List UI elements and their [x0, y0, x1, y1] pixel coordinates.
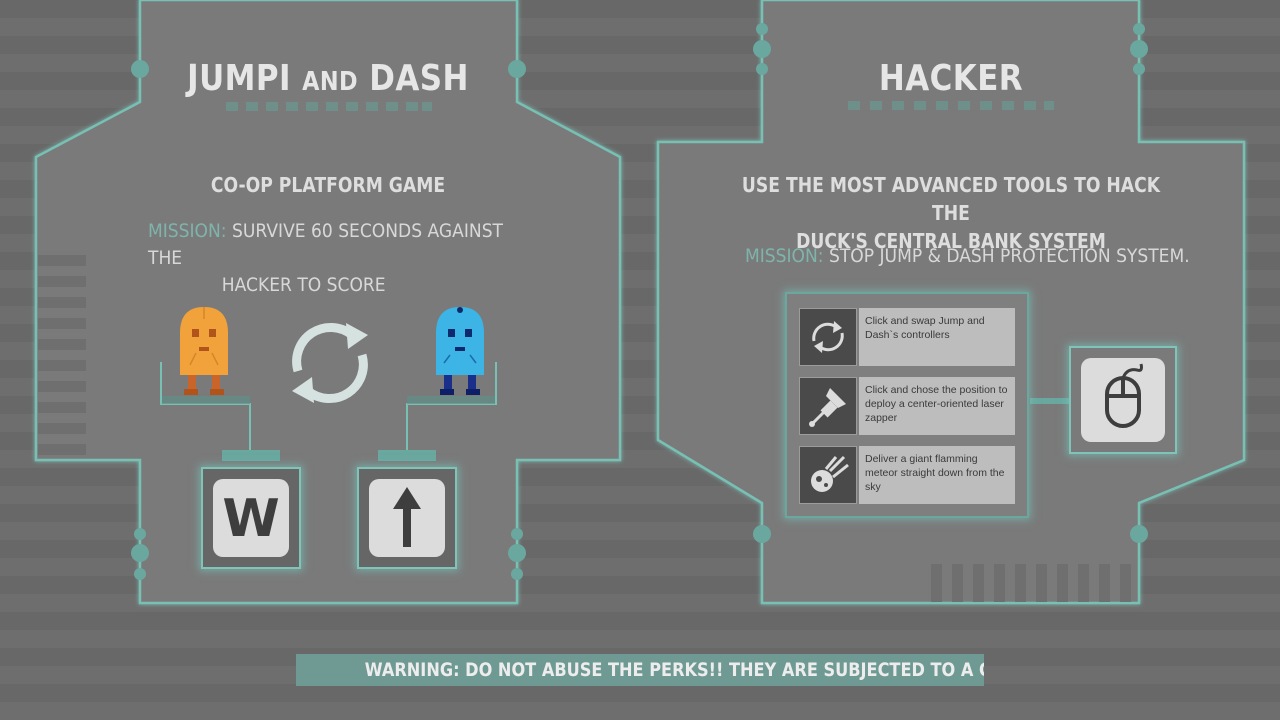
title-jumpi: JUMPI	[187, 58, 291, 99]
tool-row-laser[interactable]: Click and chose the position to deploy a…	[799, 377, 1015, 435]
right-title-dashes	[848, 101, 1054, 110]
left-stripes	[38, 255, 86, 455]
left-panel-frame	[34, 0, 622, 605]
up-arrow-icon	[393, 487, 421, 547]
key-w-box: W	[201, 467, 301, 569]
right-mission-text: STOP JUMP & DASH PROTECTION SYSTEM.	[829, 245, 1190, 267]
dash-blue-character	[436, 307, 484, 395]
left-panel-subtitle: CO-OP PLATFORM GAME	[210, 173, 446, 197]
warning-text: WARNING: DO NOT ABUSE THE PERKS!! THEY A…	[364, 659, 984, 681]
tool-row-swap[interactable]: Click and swap Jump and Dash`s controlle…	[799, 308, 1015, 366]
laser-zapper-icon	[799, 377, 857, 435]
right-panel-title: HACKER	[878, 58, 1024, 99]
tool-row-meteor[interactable]: Deliver a giant flamming meteor straight…	[799, 446, 1015, 504]
warning-banner: WARNING: DO NOT ABUSE THE PERKS!! THEY A…	[296, 654, 984, 686]
mouse-cap	[1081, 358, 1165, 442]
meteor-icon	[799, 446, 857, 504]
left-mission: MISSION: SURVIVE 60 SECONDS AGAINST THE …	[148, 218, 526, 299]
right-subtitle-line2: DUCK'S CENTRAL BANK SYSTEM	[796, 229, 1106, 253]
right-stripes	[931, 564, 1131, 602]
left-mission-line1: SURVIVE 60 SECONDS AGAINST THE	[148, 220, 503, 269]
title-dash: DASH	[369, 58, 469, 99]
swap-icon	[799, 308, 857, 366]
left-mission-line2: HACKER TO SCORE	[221, 274, 386, 296]
tool-laser-text: Click and chose the position to deploy a…	[859, 377, 1015, 435]
key-w-cap: W	[213, 479, 289, 557]
title-and: AND	[302, 67, 359, 97]
left-mission-label: MISSION:	[148, 220, 227, 242]
right-mission: MISSION: STOP JUMP & DASH PROTECTION SYS…	[745, 243, 1190, 270]
jumpi-orange-character	[180, 307, 228, 395]
swap-cycle-icon	[292, 322, 368, 404]
mouse-box	[1069, 346, 1177, 454]
key-up-box	[357, 467, 457, 569]
tools-panel: Click and swap Jump and Dash`s controlle…	[785, 292, 1029, 518]
left-panel-title: JUMPI AND DASH	[184, 58, 473, 99]
connector-dots	[131, 23, 1148, 580]
right-mission-label: MISSION:	[745, 245, 824, 267]
tool-meteor-text: Deliver a giant flamming meteor straight…	[859, 446, 1015, 504]
right-panel-subtitle: USE THE MOST ADVANCED TOOLS TO HACK THE …	[735, 171, 1167, 255]
tool-swap-text: Click and swap Jump and Dash`s controlle…	[859, 308, 1015, 366]
key-w-label: W	[222, 489, 280, 549]
key-up-cap	[369, 479, 445, 557]
left-title-dashes	[226, 102, 432, 111]
mouse-icon	[1105, 363, 1143, 428]
right-subtitle-line1: USE THE MOST ADVANCED TOOLS TO HACK THE	[741, 173, 1161, 225]
